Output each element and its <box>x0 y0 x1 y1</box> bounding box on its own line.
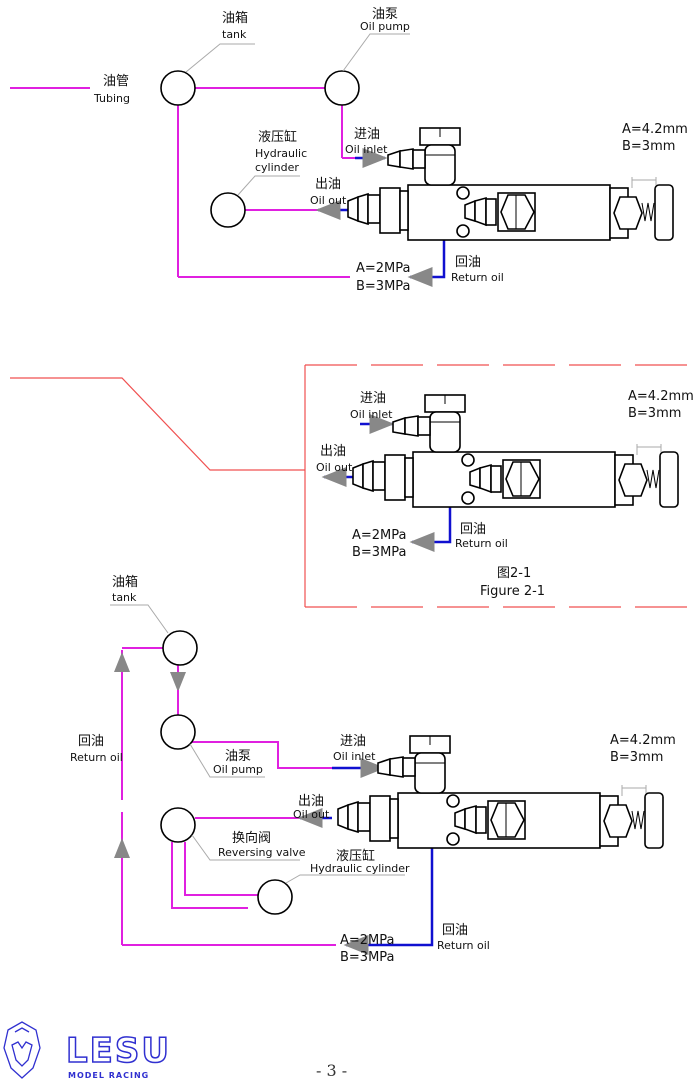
dim-b: B=3mm <box>610 750 663 765</box>
pump-label-en: Oil pump <box>213 763 263 776</box>
out-label-cn: 出油 <box>298 794 324 809</box>
callout-line <box>10 377 305 471</box>
pressure-b: B=3MPa <box>352 545 407 560</box>
cylinder-circle <box>257 879 293 915</box>
inlet-label-cn: 进油 <box>354 127 380 142</box>
inlet-label-en: Oil inlet <box>350 408 393 421</box>
cylinder-label-en: Hydraulic <box>255 147 307 160</box>
cylinder-label-cn: 液压缸 <box>336 848 375 864</box>
inlet-label-cn: 进油 <box>360 391 386 406</box>
pressure-b: B=3MPa <box>340 950 395 965</box>
reversing-label-cn: 换向阀 <box>232 830 271 846</box>
return-label-cn: 回油 <box>442 923 468 938</box>
out-label-en: Oil out <box>316 461 353 474</box>
pump-label-cn: 油泵 <box>225 749 251 764</box>
dim-b: B=3mm <box>622 139 675 154</box>
dim-b: B=3mm <box>628 406 681 421</box>
return-label-en: Return oil <box>455 537 508 550</box>
return-label-cn: 回油 <box>455 255 481 270</box>
return-label-cn: 回油 <box>460 522 486 537</box>
pressure-a: A=2MPa <box>340 933 395 948</box>
tank-label-en: tank <box>222 28 247 41</box>
diagram-1: 油管 Tubing 油箱 tank 油泵 Oil pump 液压缸 Hydrau… <box>10 7 688 294</box>
return-left-label-en: Return oil <box>70 751 123 764</box>
dim-a: A=4.2mm <box>628 389 694 404</box>
pump-circle <box>324 70 360 106</box>
pressure-a: A=2MPa <box>352 528 407 543</box>
tank-circle <box>160 70 196 106</box>
footer: LESU MODEL RACING - 3 - <box>3 1021 347 1080</box>
cylinder-circle <box>210 192 246 228</box>
out-label-en: Oil out <box>293 808 330 821</box>
return-label-en: Return oil <box>451 271 504 284</box>
tubing-label-cn: 油管 <box>103 74 129 89</box>
diagram-3: 油箱 tank 油泵 Oil pump 回油 Return oil 进油 Oil… <box>70 574 676 965</box>
pressure-a: A=2MPa <box>356 261 411 276</box>
dim-a: A=4.2mm <box>610 733 676 748</box>
reversing-valve-circle <box>160 807 196 843</box>
cylinder-label-en-2: cylinder <box>255 161 299 174</box>
tank-label-cn: 油箱 <box>222 10 248 26</box>
return-label-en: Return oil <box>437 939 490 952</box>
inlet-label-en: Oil inlet <box>333 750 376 763</box>
pressure-b: B=3MPa <box>356 279 411 294</box>
page-number: - 3 - <box>316 1061 347 1080</box>
out-label-cn: 出油 <box>315 177 341 192</box>
tank-label-cn: 油箱 <box>112 574 138 590</box>
tank-label-en: tank <box>112 591 137 604</box>
pump-label-en: Oil pump <box>360 20 410 33</box>
pump-circle <box>160 714 196 750</box>
dim-a: A=4.2mm <box>622 122 688 137</box>
inlet-label-en: Oil inlet <box>345 143 388 156</box>
cylinder-label-cn: 液压缸 <box>258 129 297 145</box>
pump-label-cn: 油泵 <box>372 7 398 22</box>
tubing-label-en: Tubing <box>93 92 130 105</box>
logo-subtitle: MODEL RACING <box>68 1071 149 1080</box>
tank-circle <box>162 630 198 666</box>
reversing-label-en: Reversing valve <box>218 846 306 859</box>
inlet-label-cn: 进油 <box>340 734 366 749</box>
lion-logo-icon <box>3 1021 41 1079</box>
out-label-en: Oil out <box>310 194 347 207</box>
figure-caption-en: Figure 2-1 <box>480 584 545 599</box>
figure-caption-cn: 图2-1 <box>497 566 531 581</box>
diagram-2: 进油 Oil inlet 出油 Oil out 回油 Return oil A=… <box>10 364 694 608</box>
return-left-label-cn: 回油 <box>78 734 104 749</box>
cylinder-label-en: Hydraulic cylinder <box>310 862 410 875</box>
lesu-logo-text: LESU <box>66 1031 171 1071</box>
out-label-cn: 出油 <box>320 444 346 459</box>
